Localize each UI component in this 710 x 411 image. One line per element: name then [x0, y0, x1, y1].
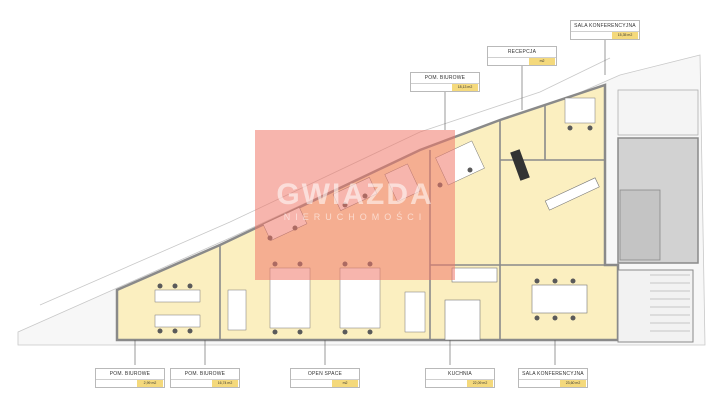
room-area: 22,09 m2: [467, 380, 493, 387]
label-recepcja: RECEPCJA m2: [487, 46, 557, 66]
room-area: m2: [332, 380, 358, 387]
staircase: [617, 269, 694, 343]
room-name: SALA KONFERENCYJNA: [571, 22, 639, 32]
wc-block: [619, 189, 661, 261]
exterior-block: [617, 89, 699, 136]
watermark: GWIAZDA NIERUCHOMOŚCI: [255, 130, 455, 280]
label-sala-konferencyjna-top: SALA KONFERENCYJNA 15,35 m2: [570, 20, 640, 40]
room-name: POM. BIUROWE: [411, 74, 479, 84]
bench-desk: [544, 177, 600, 211]
reception-counter: [510, 149, 530, 181]
label-pom-biurowe-1: POM. BIUROWE 2,99 m2: [95, 368, 165, 388]
room-name: POM. BIUROWE: [171, 370, 239, 380]
stair-steps: [650, 274, 690, 332]
label-sala-konferencyjna-bottom: SALA KONFERENCYJNA 23,60 m2: [518, 368, 588, 388]
kitchen-counter: [451, 267, 498, 283]
room-area: 2,99 m2: [137, 380, 163, 387]
leader-lines: [134, 40, 606, 365]
room-area: 18,13 m2: [452, 84, 478, 91]
label-pom-biurowe-top: POM. BIUROWE 18,13 m2: [410, 72, 480, 92]
label-pom-biurowe-2: POM. BIUROWE 16,74 m2: [170, 368, 240, 388]
label-open-space: OPEN SPACE m2: [290, 368, 360, 388]
room-area: 16,74 m2: [212, 380, 238, 387]
room-name: SALA KONFERENCYJNA: [519, 370, 587, 380]
label-kuchnia: KUCHNIA 22,09 m2: [425, 368, 495, 388]
room-area: 15,35 m2: [612, 32, 638, 39]
watermark-subtitle: NIERUCHOMOŚCI: [283, 212, 427, 222]
room-name: OPEN SPACE: [291, 370, 359, 380]
conference-table: [531, 284, 588, 314]
room-area: 23,60 m2: [560, 380, 586, 387]
room-area: m2: [529, 58, 555, 65]
room-name: RECEPCJA: [488, 48, 556, 58]
kitchen-table: [444, 299, 481, 341]
room-name: KUCHNIA: [426, 370, 494, 380]
room-name: POM. BIUROWE: [96, 370, 164, 380]
watermark-brand: GWIAZDA: [276, 178, 434, 211]
